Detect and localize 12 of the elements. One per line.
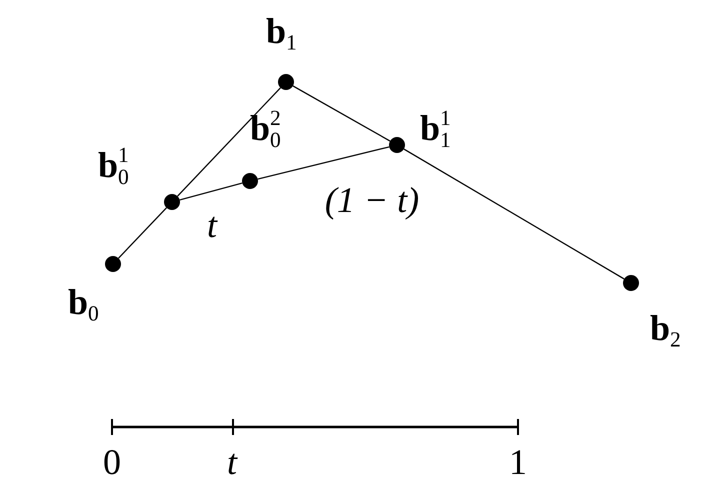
line-segment (292, 85, 390, 142)
tick-label: 0 (103, 444, 121, 480)
line-segment (177, 87, 281, 197)
line-segment (404, 148, 624, 280)
line-segment (258, 146, 390, 180)
point-label: b$_{1}$ (266, 13, 297, 54)
line-segment (180, 182, 242, 200)
tick-label: 1 (509, 444, 527, 480)
point-label: b$_{2}$ (650, 310, 681, 352)
line-segment (118, 207, 167, 259)
tick-label: t (227, 444, 237, 480)
point-label: b$_{0}$ (68, 284, 99, 326)
